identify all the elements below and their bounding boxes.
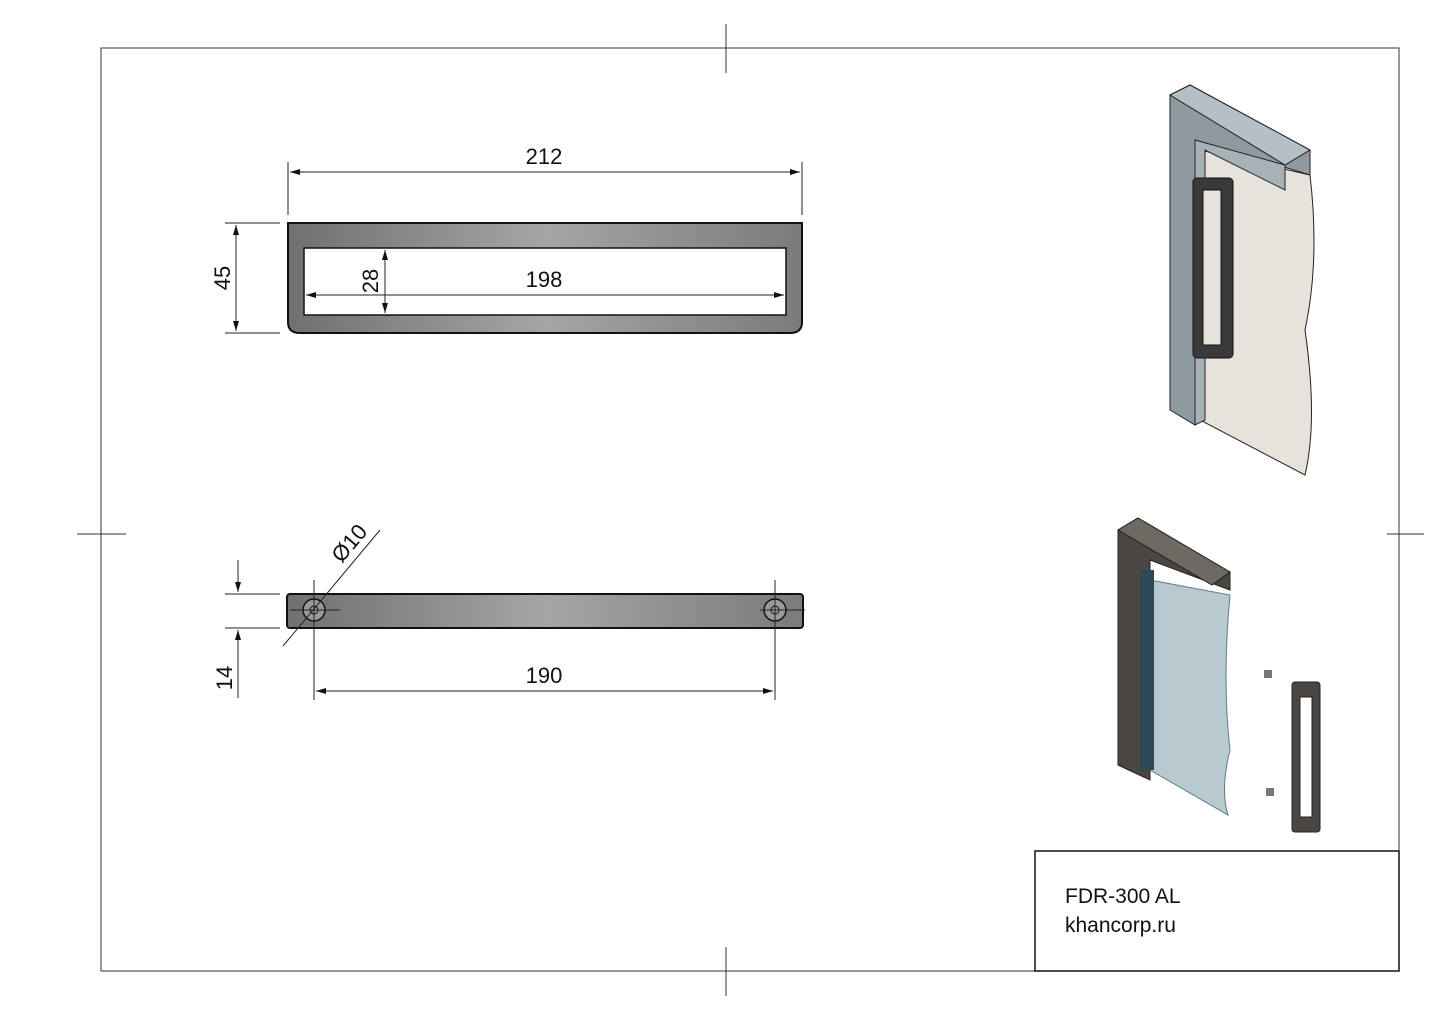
sheet-border	[100, 47, 1400, 972]
center-marks	[77, 24, 1424, 996]
website: khancorp.ru	[1065, 914, 1176, 937]
model-name: FDR-300 AL	[1065, 885, 1181, 908]
dim-overall-width: 212	[526, 144, 563, 169]
title-block: FDR-300 AL khancorp.ru	[1034, 850, 1400, 972]
dim-hole-spacing: 190	[526, 663, 563, 688]
isometric-view-exploded	[1117, 517, 1321, 833]
dim-opening-width: 198	[526, 267, 563, 292]
dim-overall-height: 45	[210, 266, 235, 290]
dim-hole-diameter: Ø10	[326, 519, 372, 567]
top-view: 190 Ø10 14	[212, 519, 805, 700]
isometric-view-assembled	[1168, 84, 1315, 476]
dim-thickness: 14	[212, 666, 237, 690]
dim-opening-height: 28	[358, 269, 383, 293]
front-view: 212 45 198 28	[210, 144, 803, 334]
